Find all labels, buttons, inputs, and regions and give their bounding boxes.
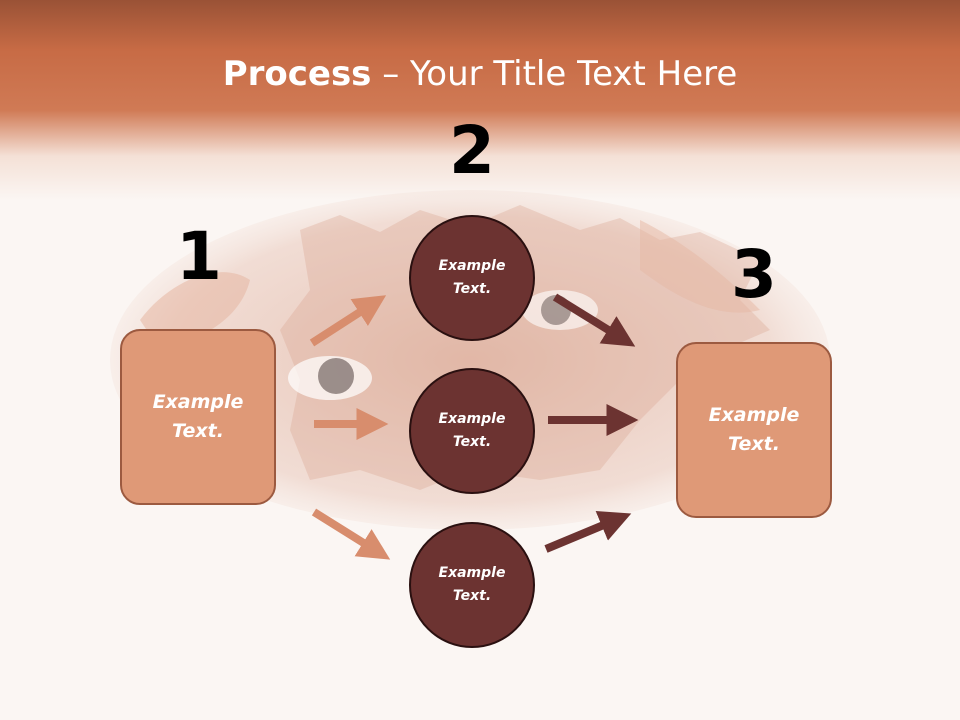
step-number-2: 2 — [449, 112, 495, 189]
bottom-circle-text: Example Text. — [438, 565, 506, 604]
left-process-box: Example Text. — [120, 329, 276, 505]
arrow-box-to-bottom-circle — [311, 508, 391, 560]
step-number-1: 1 — [176, 218, 222, 295]
torn-paper-edge — [280, 205, 770, 490]
right-box-text: Example Text. — [708, 404, 800, 455]
title-bold: Process — [222, 54, 372, 94]
middle-circle: Example Text. — [409, 368, 535, 494]
step-number-3: 3 — [731, 236, 777, 313]
left-box-text: Example Text. — [152, 391, 244, 442]
title-rest: – Your Title Text Here — [371, 54, 738, 94]
top-circle: Example Text. — [409, 215, 535, 341]
top-circle-text: Example Text. — [438, 258, 506, 297]
header-band — [0, 0, 960, 200]
slide-title: Process – Your Title Text Here — [0, 52, 960, 96]
arrow-top-circle-to-box — [552, 293, 636, 347]
middle-circle-text: Example Text. — [438, 411, 506, 450]
finger-right — [640, 220, 760, 313]
arrow-box-to-top-circle — [309, 295, 387, 347]
iris-left — [318, 358, 354, 394]
right-process-box: Example Text. — [676, 342, 832, 518]
bottom-circle: Example Text. — [409, 522, 535, 648]
arrow-bottom-circle-to-box — [544, 511, 632, 553]
